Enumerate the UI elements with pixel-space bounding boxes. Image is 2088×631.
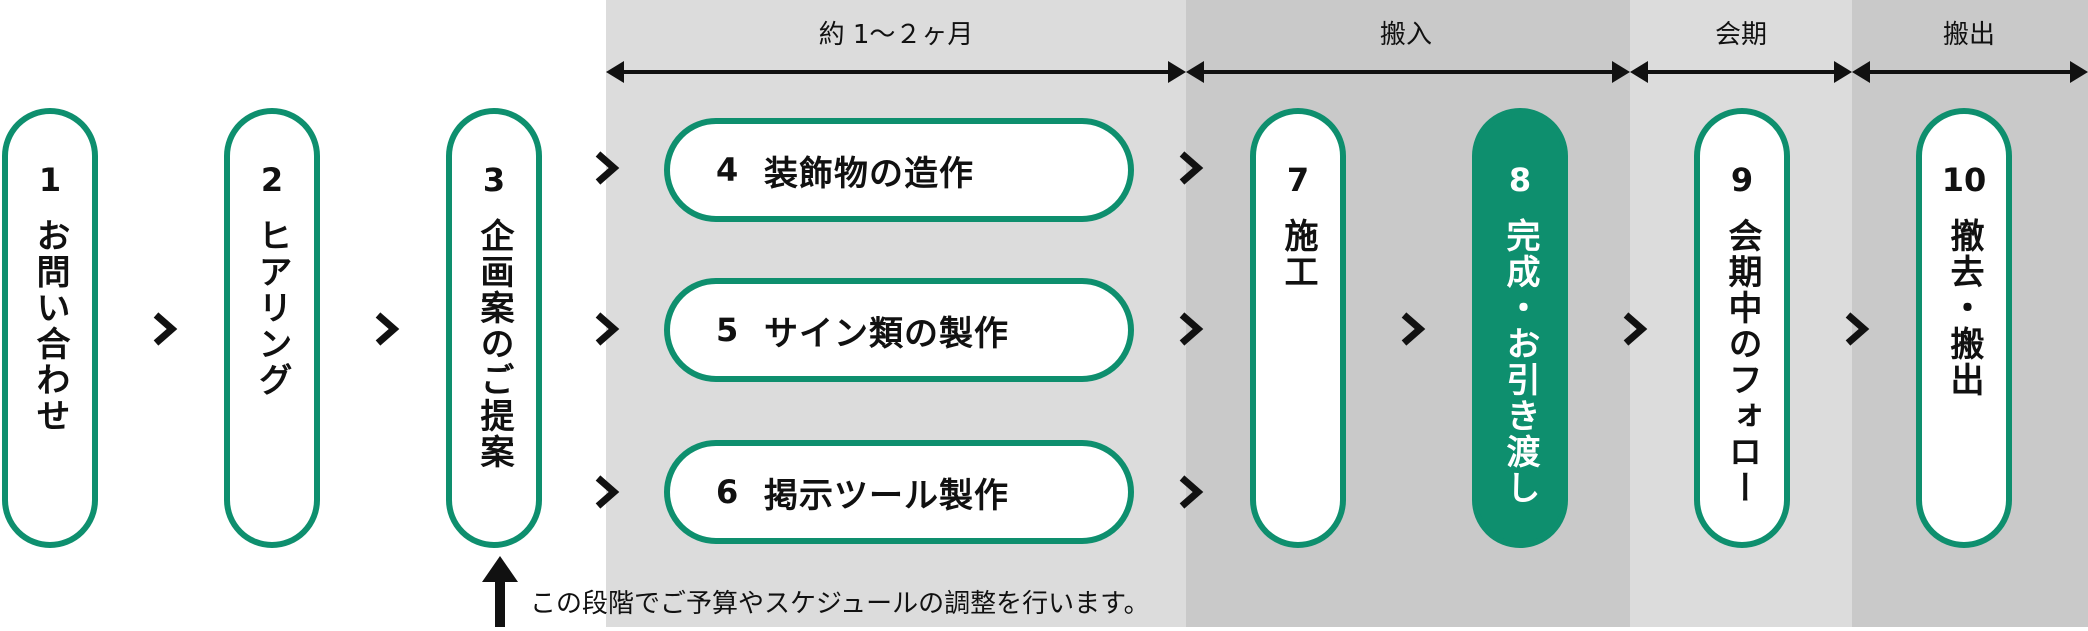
arrow-up-icon	[482, 556, 518, 627]
step-number: 3	[482, 161, 506, 199]
chevron-right-icon	[372, 312, 402, 346]
step-label: 企画案のご提案	[474, 218, 514, 470]
step-label: お問い合わせ	[30, 218, 70, 434]
step-number: 2	[260, 161, 284, 199]
step-2: 2 ヒアリング	[224, 108, 320, 548]
step-8: 8 完成・お引き渡し	[1472, 108, 1568, 548]
step-label: 掲示ツール製作	[764, 475, 1009, 516]
chevron-right-icon	[1398, 312, 1428, 346]
step-number: 6	[716, 473, 739, 511]
step-9: 9 会期中のフォロー	[1694, 108, 1790, 548]
step-1: 1 お問い合わせ	[2, 108, 98, 548]
step-4: 4 装飾物の造作	[664, 118, 1134, 222]
step-label: 会期中のフォロー	[1722, 218, 1762, 506]
step-number: 4	[716, 151, 739, 189]
phase-label-setup: 搬入	[1379, 20, 1433, 50]
phase-label-teardown: 搬出	[1942, 20, 1996, 50]
phase-arrow-preparation	[606, 61, 1186, 83]
chevron-right-icon	[592, 312, 622, 346]
phase-label-event: 会期	[1714, 20, 1768, 50]
step-label: 施工	[1278, 218, 1318, 290]
step-number: 1	[38, 161, 62, 199]
step-number: 7	[1286, 161, 1310, 199]
budget-schedule-note: この段階でご予算やスケジュールの調整を行います。	[530, 589, 1150, 619]
chevron-right-icon	[1842, 312, 1872, 346]
phase-arrow-setup	[1186, 61, 1630, 83]
step-7: 7 施工	[1250, 108, 1346, 548]
step-number: 10	[1941, 161, 1987, 199]
step-number: 8	[1508, 161, 1532, 199]
chevron-right-icon	[592, 151, 622, 185]
step-5: 5 サイン類の製作	[664, 278, 1134, 382]
chevron-right-icon	[1176, 312, 1206, 346]
step-label: 装飾物の造作	[764, 153, 974, 194]
step-label: ヒアリング	[252, 218, 292, 398]
step-number: 9	[1730, 161, 1754, 199]
phase-arrow-teardown	[1852, 61, 2088, 83]
chevron-right-icon	[1620, 312, 1650, 346]
step-label: サイン類の製作	[764, 313, 1009, 354]
step-number: 5	[716, 311, 739, 349]
chevron-right-icon	[1176, 151, 1206, 185]
chevron-right-icon	[150, 312, 180, 346]
phase-label-preparation: 約 1〜２ヶ月	[818, 20, 974, 50]
chevron-right-icon	[1176, 475, 1206, 509]
step-6: 6 掲示ツール製作	[664, 440, 1134, 544]
step-label: 完成・お引き渡し	[1500, 218, 1540, 506]
phase-arrow-event	[1630, 61, 1852, 83]
step-label: 撤去・搬出	[1944, 218, 1984, 398]
step-3: 3 企画案のご提案	[446, 108, 542, 548]
step-10: 10 撤去・搬出	[1916, 108, 2012, 548]
chevron-right-icon	[592, 475, 622, 509]
